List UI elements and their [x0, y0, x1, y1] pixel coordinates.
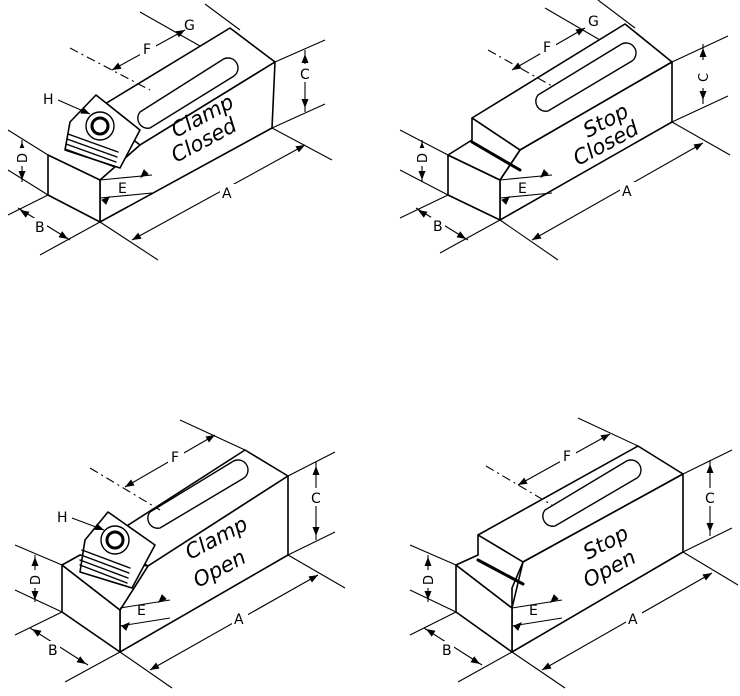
dim-label-g: G: [184, 18, 195, 34]
dim-label-b: B: [433, 219, 443, 235]
dim-label-d: D: [422, 575, 437, 585]
dim-label-a: A: [622, 184, 632, 200]
stop-lip: [455, 534, 524, 609]
panel-clamp-open: Clamp Open F C D E: [14, 419, 346, 689]
dim-label-b: B: [35, 220, 45, 236]
dim-label-g: G: [588, 14, 599, 30]
block-slot: [535, 42, 637, 112]
dim-label-f: F: [543, 40, 551, 56]
dim-label-f: F: [143, 42, 151, 58]
stop-lip-edge: [476, 558, 525, 586]
clamp-screw-inner: [90, 116, 110, 136]
dim-label-b: B: [48, 643, 58, 659]
dim-label-a: A: [628, 612, 638, 628]
dim-label-d: D: [16, 153, 31, 163]
dim-label-e: E: [118, 181, 127, 197]
dim-label-f: F: [171, 450, 179, 466]
clamp-screw-inner: [105, 530, 125, 550]
dim-label-e: E: [529, 603, 538, 619]
block-end-face: [47, 154, 101, 223]
dim-label-d: D: [416, 153, 431, 163]
dim-label-c: C: [705, 491, 715, 507]
dim-label-f: F: [563, 449, 571, 465]
dim-label-e: E: [518, 181, 527, 197]
dim-label-c: C: [300, 67, 310, 83]
block-front-face: [99, 61, 276, 223]
dim-label-h: H: [57, 510, 68, 526]
clamp-teeth: [64, 133, 119, 168]
block-front-face: [511, 473, 684, 653]
clamp-head: [79, 511, 156, 589]
panel-stop-closed: Stop Closed G F C D E: [399, 0, 731, 261]
panel-stop-open: Stop Open F C D E: [409, 417, 739, 689]
dim-label-c: C: [697, 73, 712, 82]
dim-label-c: C: [311, 491, 321, 507]
dim-label-b: B: [442, 643, 452, 659]
dim-label-e: E: [137, 603, 146, 619]
clamp-screw-outer: [85, 111, 115, 141]
block-slot: [542, 459, 642, 527]
dim-label-d: D: [29, 575, 44, 585]
dim-label-h: H: [43, 92, 54, 108]
block-slot: [147, 459, 249, 529]
clamp-teeth: [79, 549, 131, 584]
dim-label-a: A: [234, 612, 244, 628]
clamp-screw-outer: [100, 525, 130, 555]
dim-label-a: A: [222, 186, 232, 202]
block-slot: [137, 57, 239, 129]
panel-clamp-closed: Clamp Closed G F C D E: [7, 3, 333, 261]
stop-lip-edge: [470, 140, 522, 172]
